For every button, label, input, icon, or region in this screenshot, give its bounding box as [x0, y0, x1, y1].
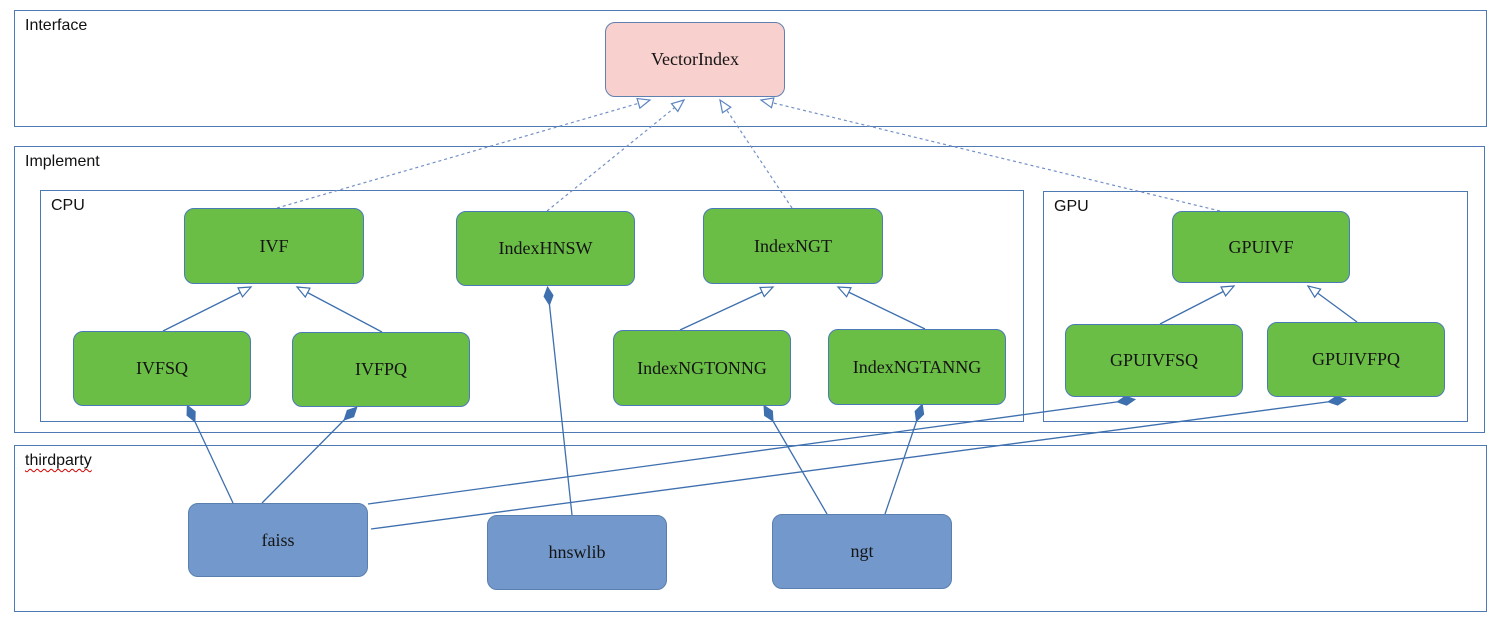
edge-indexhnsw-vectorindex — [546, 100, 684, 212]
node-vectorindex-label: VectorIndex — [651, 49, 739, 69]
container-implement-label: Implement — [25, 153, 100, 170]
node-gpuivfsq[interactable]: GPUIVFSQ — [1065, 324, 1243, 397]
container-interface[interactable]: Interface — [14, 10, 1487, 127]
container-gpu-label: GPU — [1054, 198, 1089, 215]
node-hnswlib-label: hnswlib — [548, 542, 606, 562]
node-faiss-label: faiss — [261, 529, 295, 550]
node-gpuivfpq-label: GPUIVFPQ — [1311, 349, 1401, 369]
edge-indexngt-vectorindex — [720, 100, 793, 209]
container-cpu[interactable]: CPU — [40, 190, 1024, 422]
edge-faiss-ivfpq — [261, 406, 358, 504]
container-implement[interactable]: Implement — [14, 146, 1485, 433]
edge-faiss-gpuivfpq — [370, 395, 1348, 530]
node-ivfpq[interactable]: IVFPQ — [292, 332, 470, 407]
edge-ivfsq-ivf — [162, 287, 251, 332]
node-ivf[interactable]: IVF — [184, 208, 364, 284]
node-ngt[interactable]: ngt — [772, 514, 952, 589]
node-gpuivfsq-label: GPUIVFSQ — [1109, 350, 1199, 370]
node-gpuivfpq[interactable]: GPUIVFPQ — [1267, 322, 1445, 397]
node-hnswlib[interactable]: hnswlib — [487, 515, 667, 590]
node-indexhnsw[interactable]: IndexHNSW — [456, 211, 635, 286]
node-ngt-label: ngt — [850, 541, 874, 561]
node-indexngtonng[interactable]: IndexNGTONNG — [613, 330, 791, 406]
node-ivfsq[interactable]: IVFSQ — [73, 331, 251, 406]
node-indexngt[interactable]: IndexNGT — [703, 208, 883, 284]
edge-ivfpq-ivf — [297, 287, 383, 333]
node-indexhnsw-label: IndexHNSW — [498, 238, 593, 258]
node-faiss[interactable]: faiss — [188, 503, 368, 577]
edge-ivf-vectorindex — [276, 100, 650, 209]
edge-ngt-indexngtonng — [763, 404, 828, 515]
node-indexngtanng[interactable]: IndexNGTANNG — [828, 329, 1006, 405]
node-indexngtanng-label: IndexNGTANNG — [852, 356, 982, 377]
node-vectorindex[interactable]: VectorIndex — [605, 22, 785, 97]
container-interface-label: Interface — [25, 17, 88, 34]
node-indexngt-label: IndexNGT — [754, 235, 832, 256]
edge-gpuivfpq-gpuivf — [1308, 286, 1358, 323]
edge-ngt-indexngtanng — [884, 403, 925, 515]
container-thirdparty[interactable]: thirdparty — [14, 445, 1487, 612]
node-ivf-label: IVF — [259, 235, 289, 256]
node-gpuivf[interactable]: GPUIVF — [1172, 211, 1350, 283]
edge-indexngtonng-indexngt — [679, 287, 773, 331]
container-thirdparty-label: thirdparty — [25, 452, 92, 469]
edge-hnswlib-indexhnsw — [543, 285, 573, 516]
edge-faiss-ivfsq — [186, 404, 234, 504]
edge-indexngtanng-indexngt — [838, 287, 926, 330]
edge-faiss-gpuivfsq — [367, 395, 1137, 505]
edge-gpuivf-vectorindex — [761, 100, 1221, 212]
node-ivfpq-label: IVFPQ — [354, 359, 407, 379]
node-indexngtonng-label: IndexNGTONNG — [637, 357, 767, 378]
node-gpuivf-label: GPUIVF — [1228, 236, 1294, 257]
node-ivfsq-label: IVFSQ — [135, 358, 188, 378]
container-cpu-label: CPU — [51, 197, 85, 214]
container-gpu[interactable]: GPU — [1043, 191, 1468, 422]
edge-gpuivfsq-gpuivf — [1159, 286, 1234, 325]
